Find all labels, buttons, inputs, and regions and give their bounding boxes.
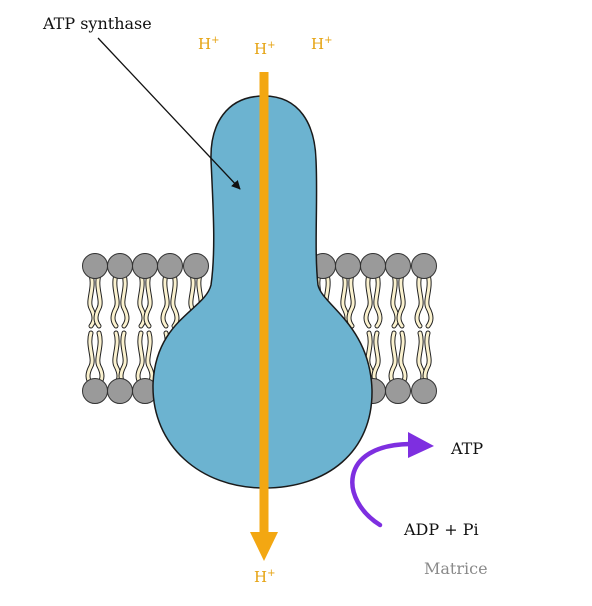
proton-label-left: H+ [198, 35, 219, 53]
proton-label-right: H+ [311, 35, 332, 53]
lipid-head [411, 378, 437, 404]
atp-synthase-label: ATP synthase [42, 14, 152, 33]
matrix-label: Matrice [424, 559, 488, 578]
adp-pi-label: ADP + Pi [403, 520, 479, 539]
upper-lipid-heads [82, 253, 437, 279]
proton-flow-arrow [250, 72, 278, 561]
lipid-head [411, 253, 437, 279]
proton-label-bottom: H+ [254, 568, 275, 586]
atp-reaction-arrow [350, 432, 434, 528]
lipid-head [107, 378, 133, 404]
lipid-head [157, 253, 183, 279]
lipid-head [335, 253, 361, 279]
atp-label: ATP [450, 439, 483, 458]
lipid-head [82, 253, 108, 279]
lipid-head [132, 253, 158, 279]
atp-synthase-pointer [97, 37, 241, 190]
lipid-head [82, 378, 108, 404]
lipid-head [183, 253, 209, 279]
lipid-head [385, 378, 411, 404]
proton-label-center: H+ [254, 40, 275, 58]
lipid-head [385, 253, 411, 279]
lipid-head [107, 253, 133, 279]
lipid-head [360, 253, 386, 279]
